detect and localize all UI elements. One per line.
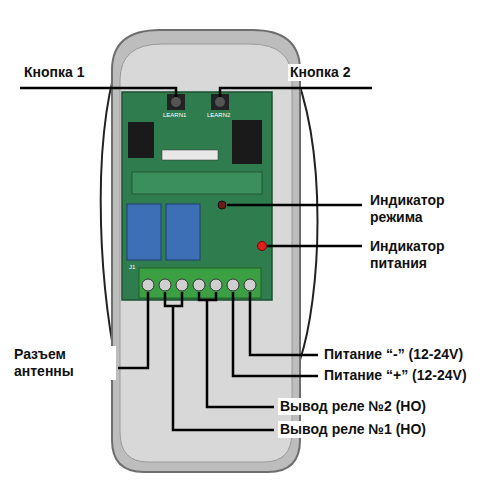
- terminal-screws: [142, 279, 256, 291]
- callout-label: Индикатор питания: [368, 238, 492, 272]
- terminal-label: Питание “-” (12-24V): [322, 346, 465, 363]
- component-row: [162, 150, 218, 160]
- terminal-label: Питание “+” (12-24V): [322, 367, 469, 384]
- callout-label: Индикатор режима: [368, 192, 492, 226]
- rf-module: [132, 172, 262, 194]
- chip: [232, 120, 262, 164]
- chip: [128, 122, 154, 158]
- mode-led: [218, 201, 226, 209]
- terminal-label: Вывод реле №1 (НО): [278, 421, 428, 438]
- callout-label: Кнопка 1: [22, 64, 86, 81]
- button-cap: [215, 97, 225, 107]
- pcb-print: LEARN2: [207, 112, 230, 119]
- relay: [127, 204, 161, 260]
- power-led: [258, 242, 267, 251]
- housing-inner: [120, 44, 292, 462]
- pcb-print: LEARN1: [163, 112, 186, 119]
- terminal-label: Вывод реле №2 (НО): [278, 398, 428, 415]
- callout-label: Кнопка 2: [288, 64, 352, 81]
- button-cap: [171, 97, 181, 107]
- pcb: [122, 92, 272, 300]
- relay: [166, 204, 200, 260]
- callout-label: Разъем антенны: [12, 346, 116, 380]
- pcb-print: J1: [129, 264, 135, 271]
- housing: [112, 30, 300, 472]
